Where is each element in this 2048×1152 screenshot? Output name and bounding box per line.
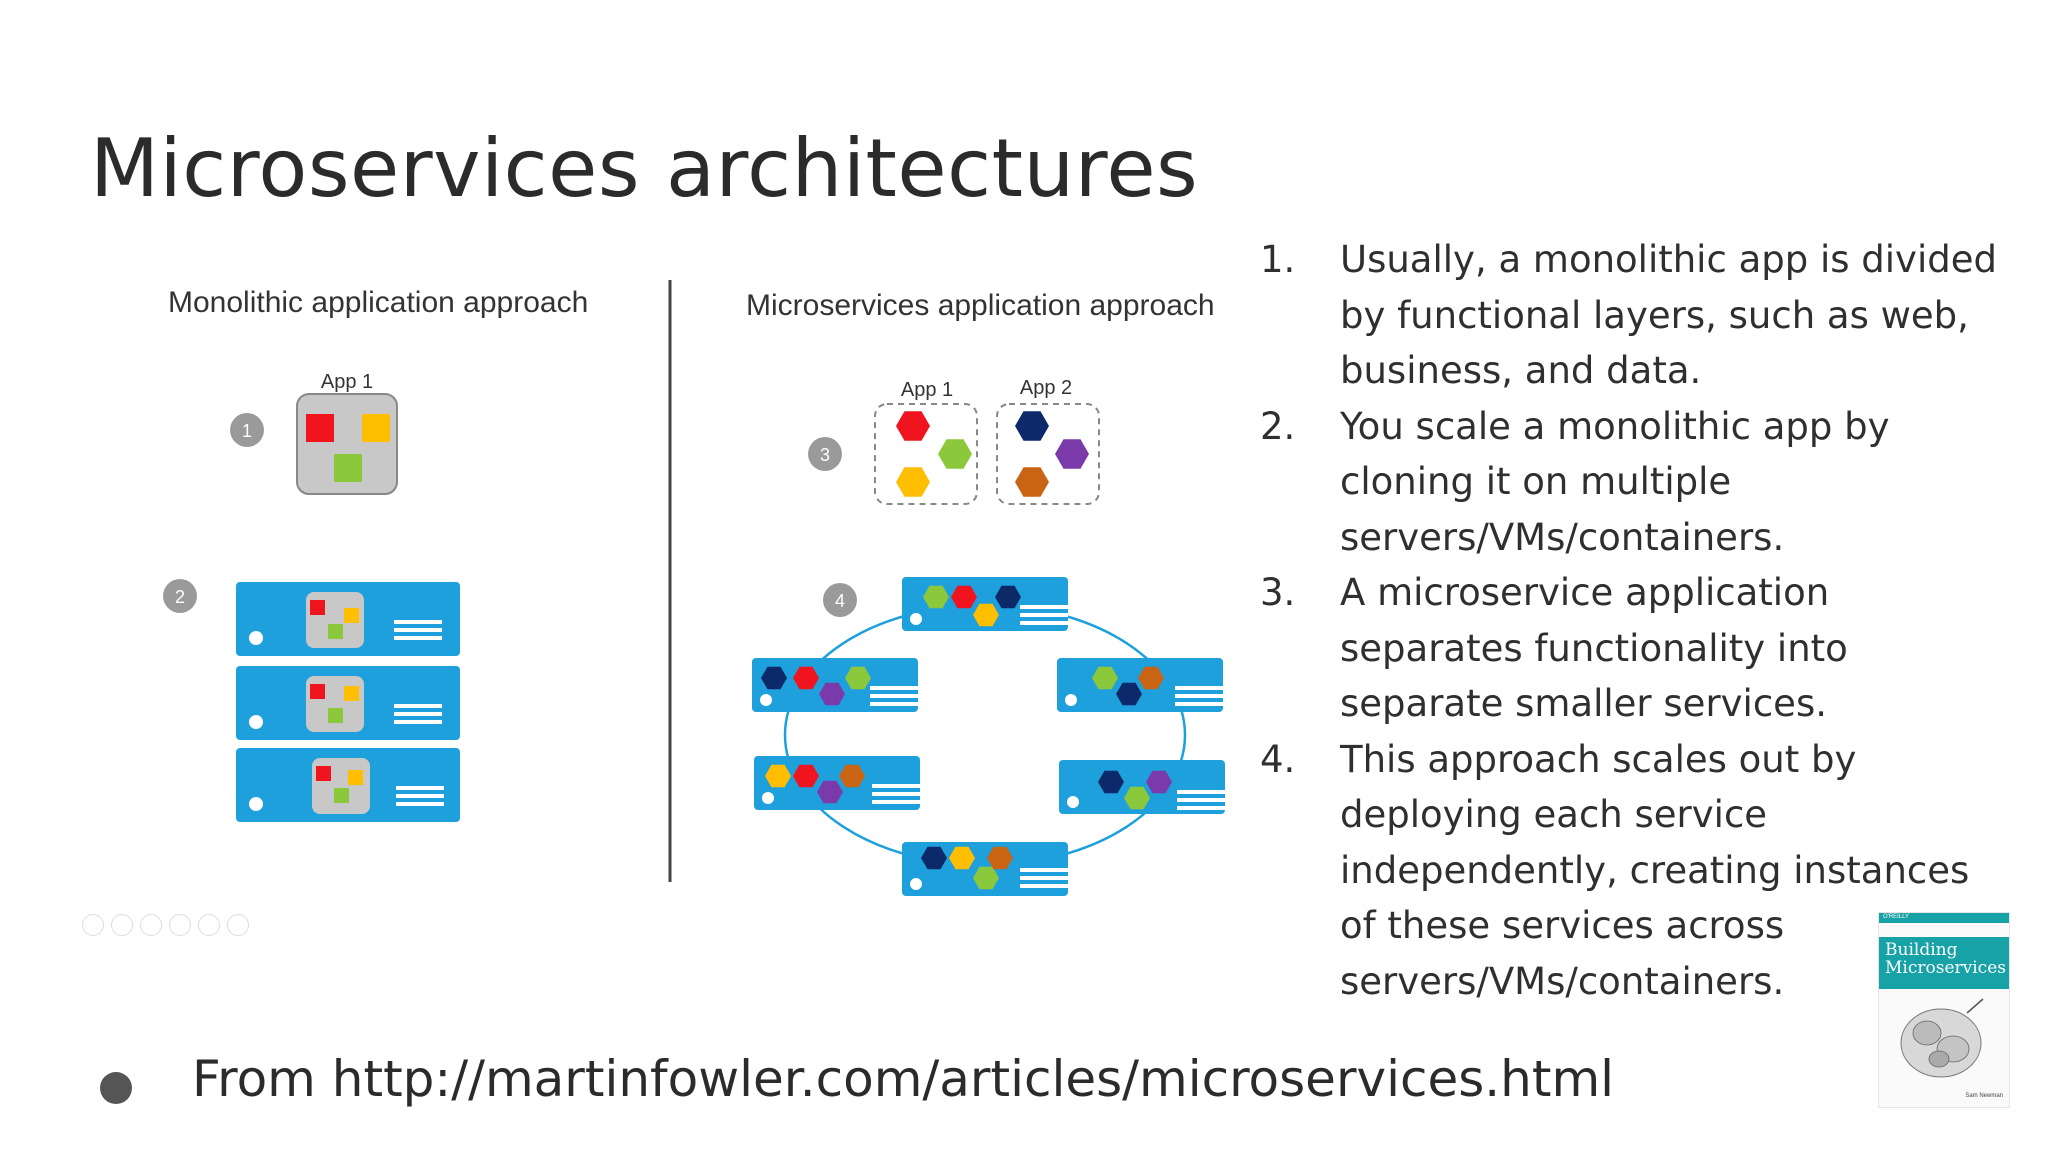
micro-app2-box xyxy=(996,403,1100,505)
book-title-band xyxy=(1879,937,2009,989)
micro-server-bottom xyxy=(902,842,1068,896)
step-badge-4: 4 xyxy=(823,583,857,617)
step-badge-2: 2 xyxy=(163,579,197,613)
step-badge-1: 1 xyxy=(230,413,264,447)
list-item: 1. Usually, a monolithic app is divided … xyxy=(1240,232,2000,399)
numbered-list: 1. Usually, a monolithic app is divided … xyxy=(1240,232,2000,1009)
micro-server-right-upper xyxy=(1057,658,1223,712)
book-cover: O'REILLY Building Microservices Sam Newm… xyxy=(1878,912,2010,1108)
control-icon xyxy=(169,914,191,936)
source-text: From http://martinfowler.com/articles/mi… xyxy=(192,1050,1615,1108)
micro-server-right-lower xyxy=(1059,760,1225,814)
list-item: 4. This approach scales out by deploying… xyxy=(1240,732,2000,1010)
book-publisher: O'REILLY xyxy=(1883,914,1910,920)
list-text: Usually, a monolithic app is divided by … xyxy=(1340,238,1997,392)
micro-server-left-lower xyxy=(754,756,920,810)
step-badge-3: 3 xyxy=(808,437,842,471)
list-number: 3. xyxy=(1260,571,1296,614)
book-title: Building Microservices xyxy=(1885,940,2006,978)
mono-app-box xyxy=(296,393,398,495)
svg-text:3: 3 xyxy=(820,445,830,465)
list-item: 2. You scale a monolithic app by cloning… xyxy=(1240,399,2000,566)
list-text: This approach scales out by deploying ea… xyxy=(1340,737,1970,1003)
server-stack xyxy=(236,582,460,822)
list-text: A microservice application separates fun… xyxy=(1340,571,1848,725)
control-icon xyxy=(82,914,104,936)
svg-text:2: 2 xyxy=(175,587,185,607)
service-ring xyxy=(783,603,1187,867)
media-controls-icon xyxy=(82,914,249,936)
micro-server-left-upper xyxy=(752,658,918,712)
microservices-heading: Microservices application approach xyxy=(746,289,1215,322)
micro-app1-label: App 1 xyxy=(901,379,953,401)
list-number: 2. xyxy=(1260,404,1296,448)
server-2 xyxy=(236,666,460,740)
book-illustration xyxy=(1900,998,1984,1078)
svg-text:1: 1 xyxy=(242,421,252,441)
list-number: 1. xyxy=(1260,238,1296,281)
control-icon xyxy=(111,914,133,936)
micro-app1-box xyxy=(874,403,978,505)
list-text: You scale a monolithic app by cloning it… xyxy=(1340,404,1890,559)
list-item: 3. A microservice application separates … xyxy=(1240,565,2000,732)
control-icon xyxy=(140,914,162,936)
book-author: Sam Newman xyxy=(1965,1093,2003,1099)
mono-app-label: App 1 xyxy=(321,371,373,393)
monolithic-heading: Monolithic application approach xyxy=(168,286,588,319)
control-icon xyxy=(227,914,249,936)
server-1 xyxy=(236,582,460,656)
micro-app2-label: App 2 xyxy=(1020,377,1072,399)
svg-text:4: 4 xyxy=(835,591,845,611)
architecture-diagram: Monolithic application approach Microser… xyxy=(163,280,1225,896)
micro-server-top xyxy=(902,577,1068,631)
control-icon xyxy=(198,914,220,936)
bullet-icon xyxy=(100,1072,132,1104)
book-top-band: O'REILLY xyxy=(1879,913,2009,923)
list-number: 4. xyxy=(1260,737,1296,781)
slide-title: Microservices architectures xyxy=(90,122,1199,215)
server-3 xyxy=(236,748,460,822)
